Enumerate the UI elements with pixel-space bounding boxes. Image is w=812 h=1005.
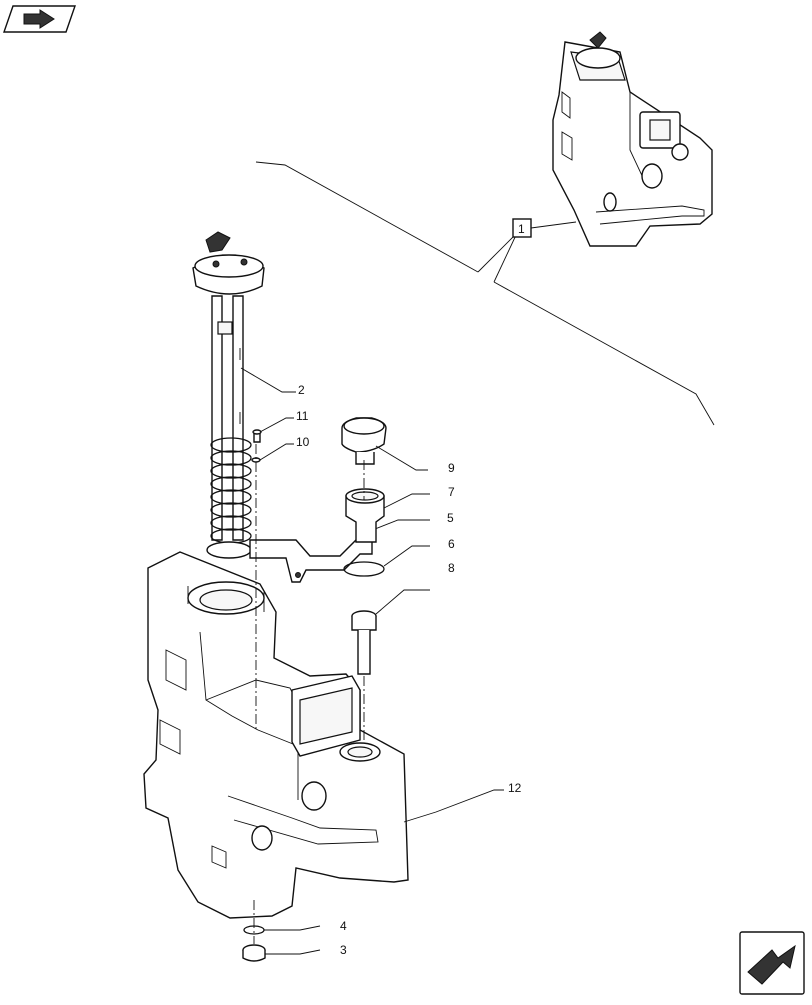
- callout-11-label: 11: [296, 409, 309, 423]
- drain-parts: 4 3: [242, 919, 347, 962]
- filler-neck: 7: [345, 485, 455, 543]
- assembly-centerlines: [253, 444, 365, 944]
- level-sensor-unit: [192, 231, 265, 559]
- callout-9-label: 9: [448, 461, 455, 475]
- callout-8-label: 8: [448, 561, 455, 575]
- callout-3-label: 3: [340, 943, 347, 957]
- screw-and-washer: 11 10: [251, 409, 310, 463]
- callout-1: 1: [512, 218, 577, 238]
- callout-4-label: 4: [340, 919, 347, 933]
- callout-5-label: 5: [447, 511, 454, 525]
- main-tank: 12: [143, 551, 522, 919]
- callout-7-label: 7: [448, 485, 455, 499]
- callout-1-label: 1: [518, 222, 525, 236]
- callout-2: 2: [240, 367, 305, 397]
- callout-2-label: 2: [298, 383, 305, 397]
- mounting-bracket: 5: [249, 511, 454, 583]
- filler-cap: 9: [341, 417, 455, 475]
- strainer: 8: [351, 561, 455, 675]
- overview-tank: [552, 31, 713, 247]
- o-ring: 6: [343, 537, 455, 577]
- arrow-forward-icon[interactable]: [3, 5, 76, 33]
- callout-12-label: 12: [508, 781, 522, 795]
- break-lines: [255, 161, 715, 426]
- next-page-arrow-icon[interactable]: [739, 931, 805, 995]
- callout-6-label: 6: [448, 537, 455, 551]
- callout-10-label: 10: [296, 435, 310, 449]
